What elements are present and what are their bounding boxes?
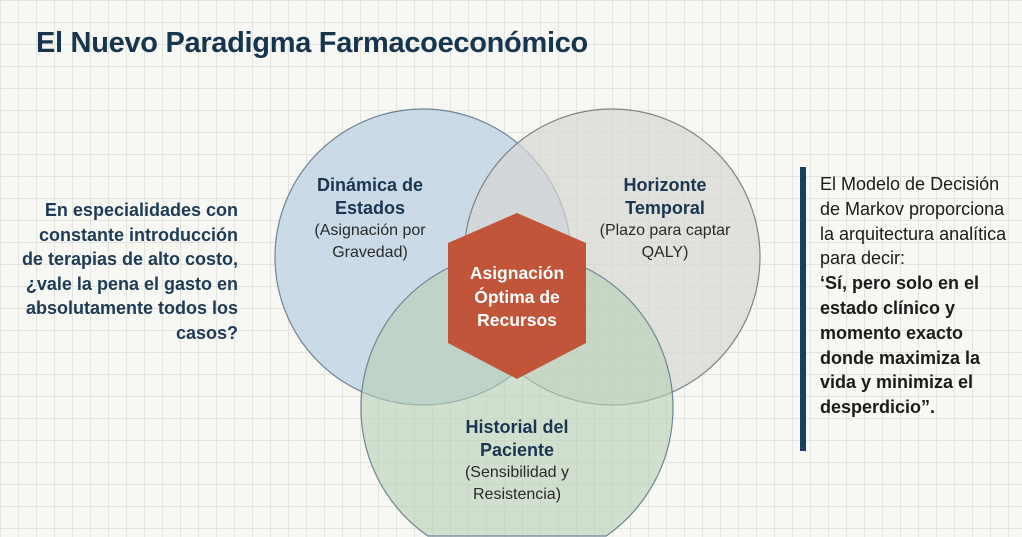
- label-states-heading: Dinámica de Estados: [316, 175, 424, 218]
- label-time: Horizonte Temporal (Plazo para captar QA…: [590, 174, 740, 264]
- label-history-heading: Historial del Paciente: [465, 417, 569, 460]
- conclusion-intro: El Modelo de Decisión de Markov proporci…: [820, 174, 1007, 269]
- question-text: En especialidades con constante introduc…: [21, 200, 238, 343]
- label-time-sub: (Plazo para captar QALY): [599, 222, 731, 261]
- label-time-heading: Horizonte Temporal: [623, 175, 707, 218]
- label-history-sub: (Sensibilidad y Resistencia): [464, 464, 570, 503]
- slide-title: El Nuevo Paradigma Farmacoeconómico: [36, 27, 588, 59]
- quote-accent-bar: [800, 167, 806, 451]
- label-history: Historial del Paciente (Sensibilidad y R…: [440, 416, 594, 506]
- label-states: Dinámica de Estados (Asignación por Grav…: [290, 174, 450, 264]
- conclusion-block: El Modelo de Decisión de Markov proporci…: [820, 172, 1020, 420]
- center-hexagon: [448, 213, 586, 379]
- conclusion-quote: ‘Sí, pero solo en el estado clínico y mo…: [820, 273, 981, 418]
- label-states-sub: (Asignación por Gravedad): [314, 222, 426, 261]
- center-label: Asignación Óptima de Recursos: [469, 263, 565, 330]
